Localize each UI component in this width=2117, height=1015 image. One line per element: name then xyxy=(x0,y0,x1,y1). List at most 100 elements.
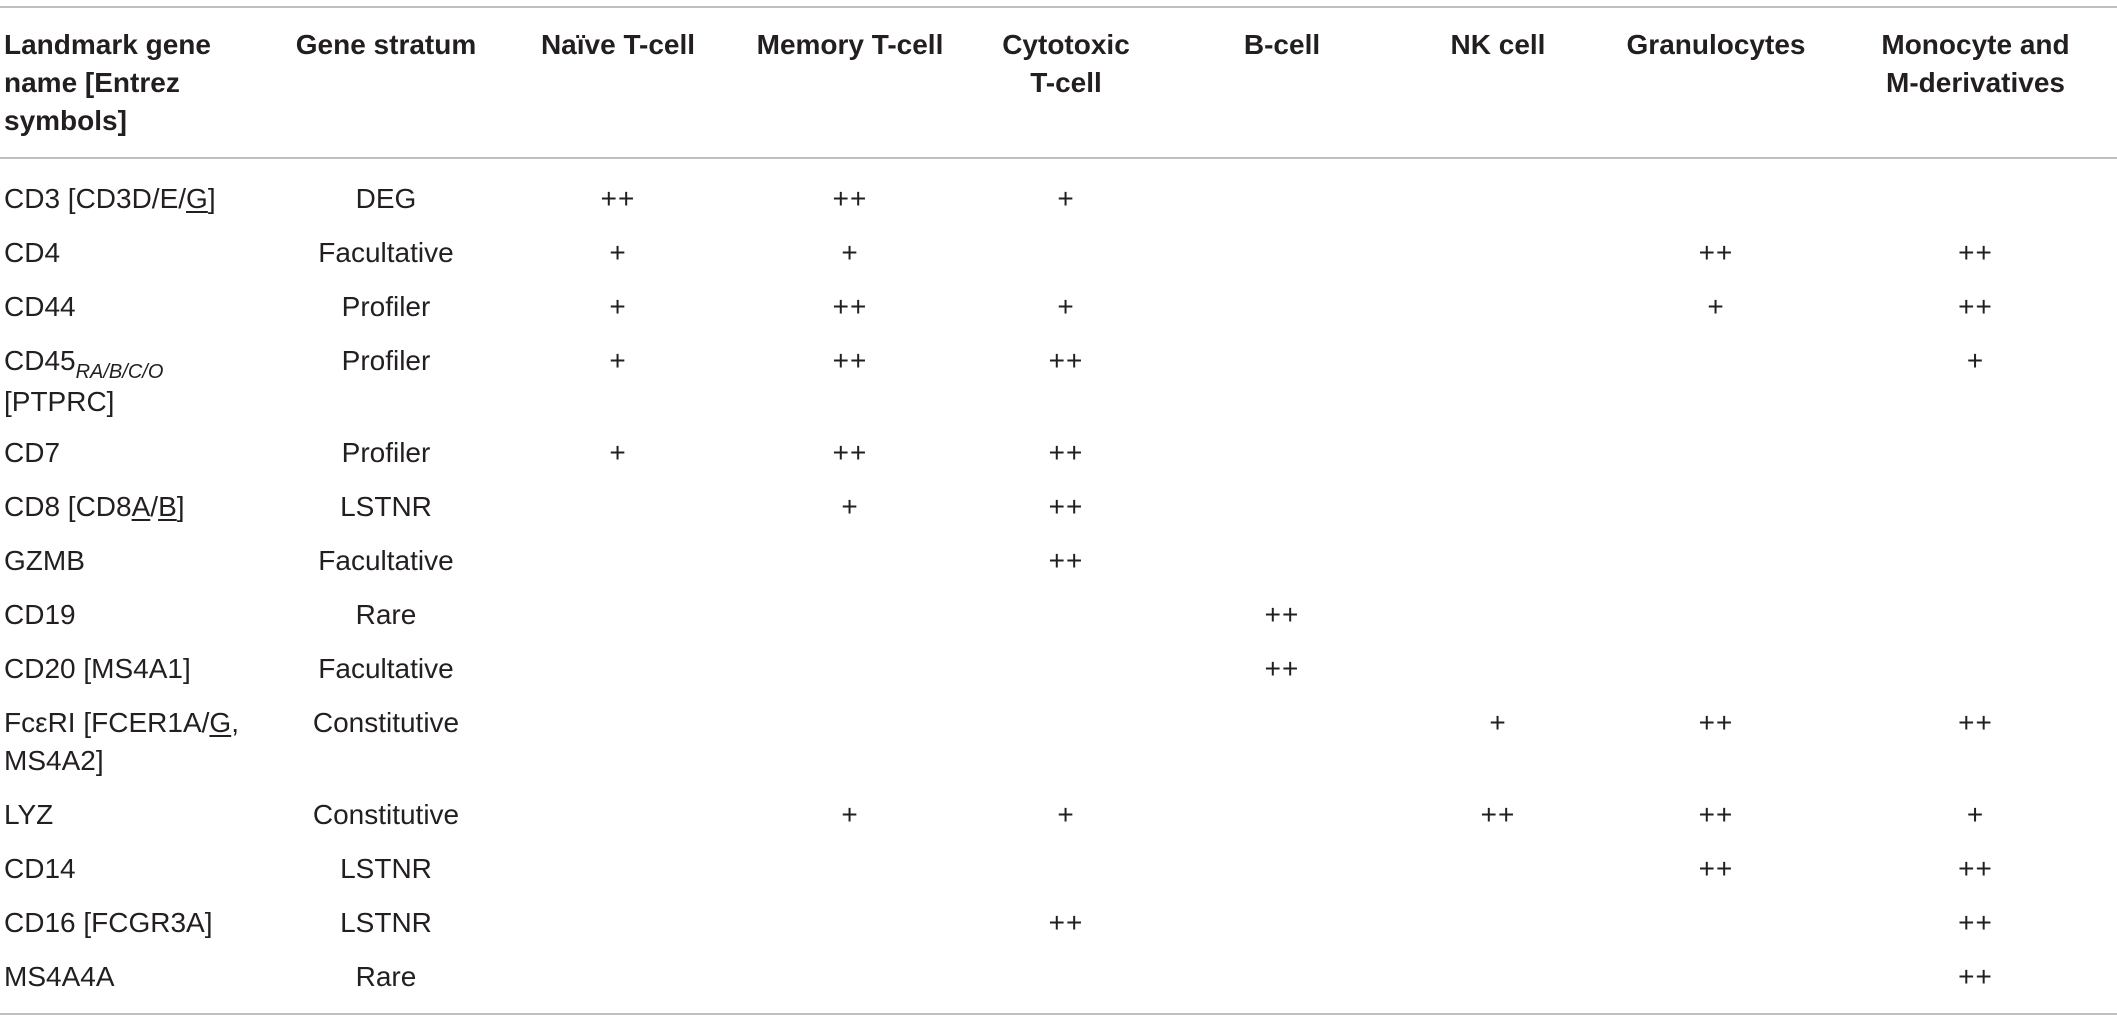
marker-cell: + xyxy=(1489,707,1507,738)
marker-cell xyxy=(734,535,966,589)
marker-cell xyxy=(1398,535,1598,589)
marker-cell: ++ xyxy=(832,183,868,214)
table-row: CD19 Rare ++ xyxy=(0,589,2117,643)
header-naive-t-cell: Naïve T-cell xyxy=(540,29,696,60)
marker-cell: ++ xyxy=(1958,291,1993,322)
stratum-cell: DEG xyxy=(355,183,417,214)
marker-cell xyxy=(1398,173,1598,227)
marker-cell xyxy=(1598,643,1834,697)
marker-cell xyxy=(1598,589,1834,643)
marker-cell: + xyxy=(609,345,627,376)
table-row: CD8 [CD8A/B] LSTNR + ++ xyxy=(0,481,2117,535)
stratum-cell: LSTNR xyxy=(340,907,432,938)
header-b-cell: B-cell xyxy=(1243,29,1321,60)
marker-cell xyxy=(1598,427,1834,481)
stratum-cell: Facultative xyxy=(318,653,454,684)
marker-cell xyxy=(502,589,734,643)
stratum-cell: LSTNR xyxy=(340,853,432,884)
marker-cell: ++ xyxy=(1958,707,1993,738)
marker-cell xyxy=(1166,427,1398,481)
marker-cell: ++ xyxy=(1958,853,1993,884)
marker-cell xyxy=(966,843,1166,897)
marker-cell: + xyxy=(609,237,627,268)
marker-cell xyxy=(734,643,966,697)
stratum-cell: Constitutive xyxy=(312,707,460,738)
marker-cell xyxy=(1834,173,2117,227)
marker-cell: ++ xyxy=(832,437,868,468)
stratum-cell: Profiler xyxy=(341,437,431,468)
gene-name-cell: CD44 xyxy=(4,291,76,322)
marker-cell xyxy=(1398,281,1598,335)
marker-cell xyxy=(966,643,1166,697)
marker-cell xyxy=(502,643,734,697)
marker-cell xyxy=(1166,227,1398,281)
marker-cell: ++ xyxy=(1264,653,1300,684)
marker-cell: + xyxy=(1057,799,1075,830)
marker-cell xyxy=(1398,481,1598,535)
table-row: CD14 LSTNR ++ ++ xyxy=(0,843,2117,897)
table-row: CD7 Profiler + ++ ++ xyxy=(0,427,2117,481)
gene-name-cell: CD8 [CD8A/B] xyxy=(4,491,185,522)
marker-cell xyxy=(502,843,734,897)
marker-cell xyxy=(502,789,734,843)
stratum-cell: Rare xyxy=(355,961,417,992)
marker-cell: + xyxy=(1057,183,1075,214)
marker-cell xyxy=(1598,335,1834,427)
marker-cell xyxy=(966,951,1166,1005)
marker-cell: + xyxy=(1966,345,1985,376)
marker-cell: ++ xyxy=(1048,545,1084,576)
marker-cell: + xyxy=(1966,799,1985,830)
marker-cell: ++ xyxy=(1048,907,1084,938)
marker-cell: + xyxy=(1057,291,1075,322)
marker-cell: ++ xyxy=(1698,707,1734,738)
marker-cell xyxy=(502,951,734,1005)
marker-cell: + xyxy=(841,491,859,522)
marker-cell xyxy=(1398,227,1598,281)
stratum-cell: Constitutive xyxy=(312,799,460,830)
marker-cell xyxy=(1166,697,1398,789)
marker-cell: ++ xyxy=(1698,853,1734,884)
header-separator xyxy=(0,157,2117,173)
marker-cell xyxy=(1598,951,1834,1005)
marker-cell xyxy=(1166,535,1398,589)
marker-cell: + xyxy=(841,799,859,830)
marker-cell xyxy=(502,481,734,535)
marker-cell: ++ xyxy=(1958,961,1993,992)
marker-cell xyxy=(1834,589,2117,643)
header-gene-stratum: Gene stratum xyxy=(295,29,477,60)
gene-name-cell: CD20 [MS4A1] xyxy=(4,653,191,684)
table-row: CD4 Facultative + + ++ ++ xyxy=(0,227,2117,281)
table-row: CD45RA/B/C/O[PTPRC] Profiler + ++ ++ + xyxy=(0,335,2117,427)
table-container: Landmark gene name [Entrez symbols] Gene… xyxy=(0,6,2117,1015)
marker-cell xyxy=(1166,897,1398,951)
header-granulocytes: Granulocytes xyxy=(1626,29,1806,60)
marker-cell: + xyxy=(841,237,859,268)
gene-name-cell: CD3 [CD3D/E/G] xyxy=(4,183,216,214)
marker-cell xyxy=(734,951,966,1005)
marker-cell xyxy=(734,697,966,789)
header-row: Landmark gene name [Entrez symbols] Gene… xyxy=(0,8,2117,158)
marker-cell xyxy=(1398,335,1598,427)
header-monocyte: Monocyte and M-derivatives xyxy=(1881,29,2070,98)
marker-cell xyxy=(1598,535,1834,589)
table-row: GZMB Facultative ++ xyxy=(0,535,2117,589)
table-row: LYZ Constitutive + + ++ ++ + xyxy=(0,789,2117,843)
marker-cell: ++ xyxy=(1048,345,1084,376)
marker-cell: ++ xyxy=(1958,237,1993,268)
marker-cell xyxy=(1598,897,1834,951)
marker-cell xyxy=(966,589,1166,643)
gene-name-cell: CD14 xyxy=(4,853,76,884)
marker-cell: ++ xyxy=(600,183,636,214)
stratum-cell: Facultative xyxy=(318,237,454,268)
marker-cell xyxy=(1834,427,2117,481)
marker-cell xyxy=(1398,589,1598,643)
marker-cell: ++ xyxy=(832,345,868,376)
marker-cell xyxy=(502,897,734,951)
table-row: CD20 [MS4A1] Facultative ++ xyxy=(0,643,2117,697)
marker-cell xyxy=(1166,481,1398,535)
gene-name-cell: CD45RA/B/C/O[PTPRC] xyxy=(4,345,164,417)
marker-cell xyxy=(1398,843,1598,897)
header-memory-t-cell: Memory T-cell xyxy=(756,29,944,60)
marker-cell xyxy=(1834,643,2117,697)
marker-cell xyxy=(1166,951,1398,1005)
